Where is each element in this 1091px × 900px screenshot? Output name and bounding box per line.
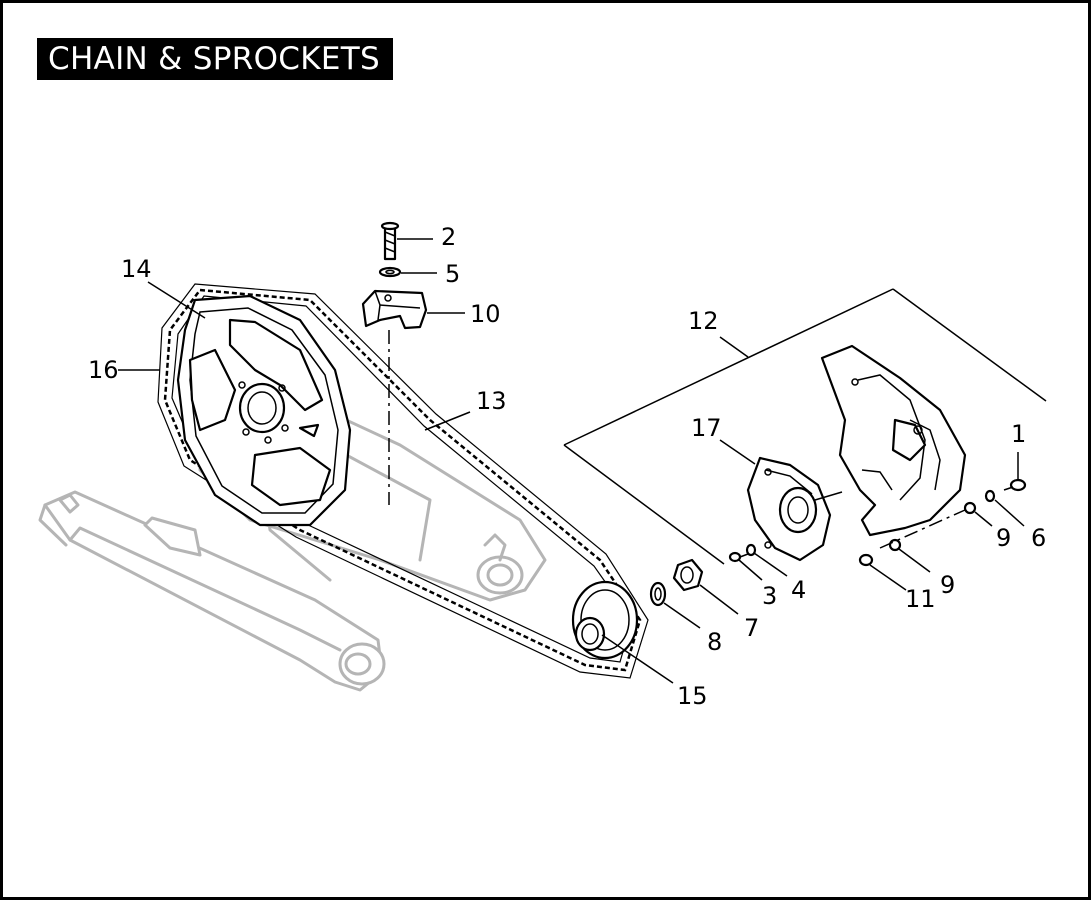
callout-6: 6: [1031, 524, 1046, 552]
callout-17: 17: [691, 414, 722, 442]
callout-15: 15: [677, 682, 708, 710]
callout-10: 10: [470, 300, 501, 328]
callout-4: 4: [791, 576, 806, 604]
callout-2: 2: [441, 223, 456, 251]
diagram-title: CHAIN & SPROCKETS: [37, 38, 393, 80]
callout-labels: 2 5 10 12 13 14 16 17 1 6 9 9 11 3 4 7 8…: [88, 223, 1046, 710]
callout-9-upper: 9: [996, 524, 1011, 552]
callout-16: 16: [88, 356, 119, 384]
rear-sprocket: [176, 294, 352, 527]
group-12-bracket: [563, 288, 1047, 565]
callout-11: 11: [905, 585, 936, 613]
callout-1: 1: [1011, 420, 1026, 448]
callout-12: 12: [688, 307, 719, 335]
callout-14: 14: [121, 255, 152, 283]
chain-guide-hardware: [361, 221, 428, 505]
callout-8: 8: [707, 628, 722, 656]
retainer-plate: [746, 456, 843, 562]
callout-13: 13: [476, 387, 507, 415]
front-sprocket: [571, 580, 639, 660]
callout-5: 5: [445, 260, 460, 288]
callout-9-lower: 9: [940, 571, 955, 599]
leader-lines: [118, 238, 1025, 684]
sprocket-cover: [820, 344, 967, 537]
callout-7: 7: [744, 614, 759, 642]
drive-chain: [157, 283, 649, 679]
small-hardware: [649, 478, 1027, 607]
callout-3: 3: [762, 582, 777, 610]
